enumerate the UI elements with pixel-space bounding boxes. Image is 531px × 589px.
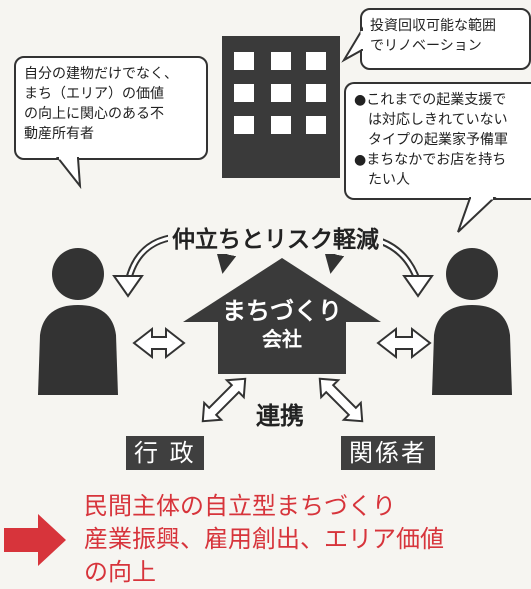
bubble-line: たい人 [354,172,410,188]
company-label-line1: まちづくり [222,297,342,325]
conclusion-line-1: 民間主体の自立型まちづくり [84,492,396,520]
bubble-line: ●これまでの起業支援で [354,92,507,108]
bubble-line: の向上に関心のある不 [24,106,164,122]
entrepreneur-bubble: ●これまでの起業支援で は対応しきれていない タイプの起業家予備軍 ●まちなかで… [344,82,531,200]
collaboration-arrow-left-icon [201,377,247,423]
gov-tag: 行 政 [126,436,204,470]
owner-person-icon [38,248,118,395]
owner-bubble: 自分の建物だけでなく、 まち（エリア）の価値 の向上に関心のある不 動産所有者 [14,56,208,160]
owner-bubble-tail [55,156,82,190]
double-arrow-left-icon [132,326,186,360]
bubble-line: でリノベーション [370,38,482,54]
bubble-line: ●まちなかでお店を持ち [354,152,507,168]
bubble-line: 動産所有者 [24,126,94,142]
company-house-icon [183,258,381,374]
company-label: まちづくり 会社 [218,296,346,352]
bubble-line: 自分の建物だけでなく、 [24,66,178,82]
double-arrow-right-icon [376,326,432,360]
building-icon [222,36,340,178]
company-label-line2: 会社 [262,327,302,351]
bubble-line: まち（エリア）の価値 [24,86,164,102]
conclusion-line-2: 産業振興、雇用創出、エリア価値 [84,525,444,553]
collaboration-label: 連携 [256,402,304,430]
collaboration-arrow-right-icon [318,377,364,423]
stakeholders-tag: 関係者 [341,436,435,470]
mediation-label: 仲立ちとリスク軽減 [168,220,383,254]
renovation-bubble-tail [341,26,364,63]
entrepreneur-person-icon [432,248,512,395]
bubble-line: 投資回収可能な範囲 [370,18,496,34]
bubble-line: は対応しきれていない [354,112,508,128]
result-arrow-icon [4,514,66,566]
renovation-bubble: 投資回収可能な範囲 でリノベーション [360,8,531,70]
bubble-line: タイプの起業家予備軍 [354,132,508,148]
conclusion-line-3: の向上 [84,558,156,586]
entrepreneur-bubble-tail [457,196,497,233]
